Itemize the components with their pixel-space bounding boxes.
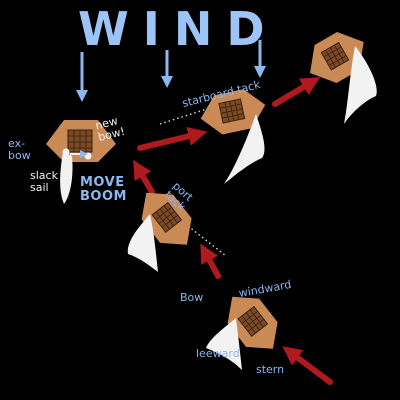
course-arrow-starboard-1 — [137, 126, 208, 151]
boat-port-tack — [141, 192, 192, 245]
label-bow: Bow — [180, 291, 204, 304]
new-bow-dot — [84, 152, 92, 160]
course-arrows — [133, 77, 333, 385]
wind-title: WIND — [78, 2, 279, 56]
cockpit-grid — [241, 309, 264, 334]
sail-slack — [60, 152, 73, 204]
boat-port-start — [227, 296, 278, 349]
sail-port-tack — [127, 214, 158, 272]
course-arrow-stern — [282, 346, 333, 385]
sail-starboard-far — [344, 46, 377, 124]
label-leeward: leeward — [196, 347, 240, 360]
label-stern: stern — [256, 363, 285, 376]
cockpit-grid — [68, 130, 92, 152]
label-ex-bow: ex- bow — [8, 137, 31, 162]
course-arrow-port-2 — [133, 159, 155, 195]
sail-port-start — [206, 318, 242, 370]
cockpit-grid — [219, 100, 244, 122]
wind-arrows — [76, 40, 266, 102]
boat-starboard-far — [310, 31, 364, 84]
course-arrow-starboard-2 — [272, 77, 321, 107]
sail-starboard-near — [224, 114, 265, 184]
cockpit-grid — [155, 205, 178, 230]
cockpit-grid — [323, 44, 347, 68]
mast-dot — [62, 148, 70, 156]
course-arrow-port-1 — [200, 243, 221, 279]
label-move-boom: MOVE BOOM — [80, 175, 127, 204]
boat-starboard-near — [200, 89, 266, 135]
label-slack-sail: slack sail — [30, 169, 58, 194]
